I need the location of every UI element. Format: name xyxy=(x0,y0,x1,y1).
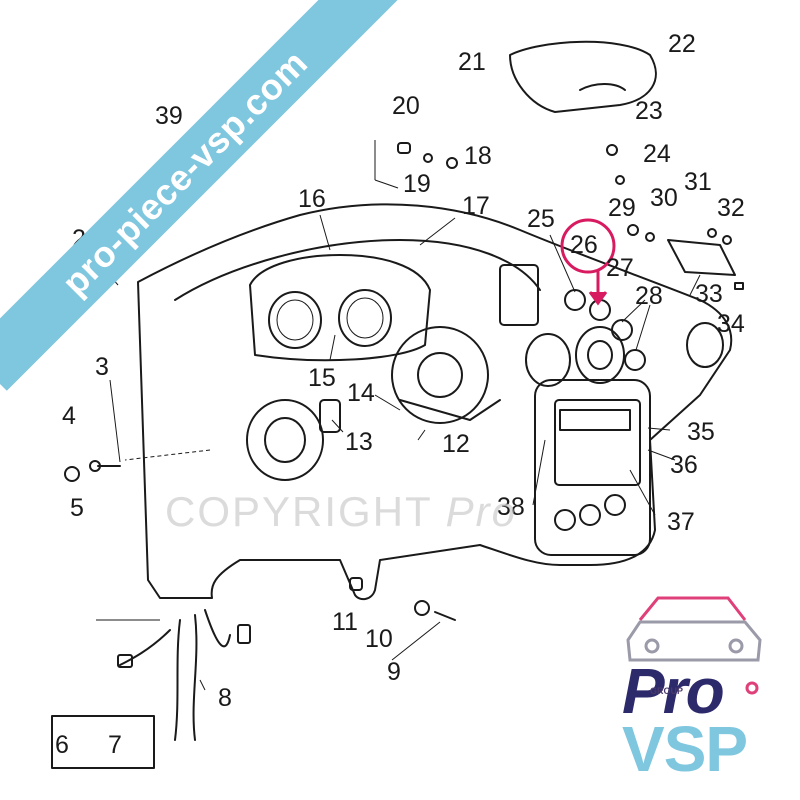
bracket-33 xyxy=(667,239,736,276)
callout-18: 18 xyxy=(464,142,492,170)
center-console xyxy=(534,379,651,556)
callout-27: 27 xyxy=(606,254,634,282)
logo-vsp-text: VSP xyxy=(622,713,748,785)
logo-pro-text: Pro xyxy=(622,655,725,727)
clip-34 xyxy=(734,282,744,290)
gauge-left-inner xyxy=(276,299,314,341)
callout-8: 8 xyxy=(218,684,232,712)
callout-3: 3 xyxy=(95,353,109,381)
right-vent xyxy=(686,322,724,368)
callout-11: 11 xyxy=(332,608,358,636)
copyright-watermark: COPYRIGHT Pro xyxy=(165,488,517,536)
radio-37 xyxy=(554,399,641,486)
copyright-text: COPYRIGHT xyxy=(165,488,432,535)
cap-5 xyxy=(64,466,80,482)
callout-14: 14 xyxy=(347,379,375,407)
lid-22 xyxy=(509,40,657,113)
logo-hex-dot xyxy=(745,681,759,695)
callout-25: 25 xyxy=(527,205,555,233)
callout-10: 10 xyxy=(365,625,393,653)
callout-39: 39 xyxy=(155,102,183,130)
gauge-left xyxy=(268,291,322,349)
switch-panel xyxy=(499,264,539,326)
screw-32 xyxy=(722,235,732,245)
callout-33: 33 xyxy=(695,280,723,308)
callout-16: 16 xyxy=(298,185,326,213)
callout-9: 9 xyxy=(387,658,401,686)
switch-13 xyxy=(319,399,341,433)
callout-20: 20 xyxy=(392,92,420,120)
nut-31 xyxy=(707,228,717,238)
callout-37: 37 xyxy=(667,508,695,536)
callout-36: 36 xyxy=(670,451,698,479)
callout-15: 15 xyxy=(308,364,336,392)
switch-27 xyxy=(611,319,633,341)
callout-28: 28 xyxy=(635,282,663,310)
nut-19 xyxy=(423,153,433,163)
leader-lines xyxy=(91,140,701,691)
callout-22: 22 xyxy=(668,30,696,58)
washer-30 xyxy=(645,232,655,242)
callout-24: 24 xyxy=(643,140,671,168)
highlight-26 xyxy=(560,218,616,306)
screw-18 xyxy=(446,157,458,169)
switch-26 xyxy=(589,299,611,321)
gauge-right xyxy=(338,289,392,347)
dashboard-body xyxy=(137,203,733,601)
clip-23 xyxy=(606,144,618,156)
harness-connector-2 xyxy=(117,654,133,668)
instrument-hood xyxy=(249,254,431,362)
callout-30: 30 xyxy=(650,184,678,212)
callout-4: 4 xyxy=(62,402,76,430)
callout-21: 21 xyxy=(458,48,486,76)
bulb-20 xyxy=(397,142,411,154)
callout-7: 7 xyxy=(108,731,122,759)
copyright-brand: Pro xyxy=(445,488,517,535)
harness-connector-1 xyxy=(237,624,251,644)
callout-5: 5 xyxy=(70,494,84,522)
callout-17: 17 xyxy=(462,192,490,220)
callout-35: 35 xyxy=(687,418,715,446)
switch-28 xyxy=(624,349,646,371)
logo-group-label: GROUP xyxy=(650,686,684,696)
callout-6: 6 xyxy=(55,731,69,759)
grommet-10 xyxy=(414,600,430,616)
logo-car-icon xyxy=(626,596,762,662)
gauge-right-inner xyxy=(346,297,384,339)
callout-38: 38 xyxy=(497,493,525,521)
callout-29: 29 xyxy=(608,194,636,222)
switch-25 xyxy=(564,289,586,311)
bulb-11 xyxy=(349,577,363,591)
callout-31: 31 xyxy=(684,168,712,196)
nut-29 xyxy=(627,224,639,236)
left-vent xyxy=(246,399,324,481)
bolt-9 xyxy=(434,611,456,621)
dashboard-inner xyxy=(174,239,541,301)
callout-34: 34 xyxy=(717,310,745,338)
bracket-box xyxy=(51,715,155,769)
callout-12: 12 xyxy=(442,430,470,458)
steering-column xyxy=(391,326,489,424)
callout-32: 32 xyxy=(717,194,745,222)
callout-26: 26 xyxy=(570,231,598,259)
callout-19: 19 xyxy=(403,170,431,198)
callout-23: 23 xyxy=(635,97,663,125)
callout-13: 13 xyxy=(345,428,373,456)
screw-24 xyxy=(615,175,625,185)
center-vent-left xyxy=(525,333,571,387)
wiring-harness xyxy=(119,609,231,741)
center-vent-right xyxy=(575,326,625,384)
